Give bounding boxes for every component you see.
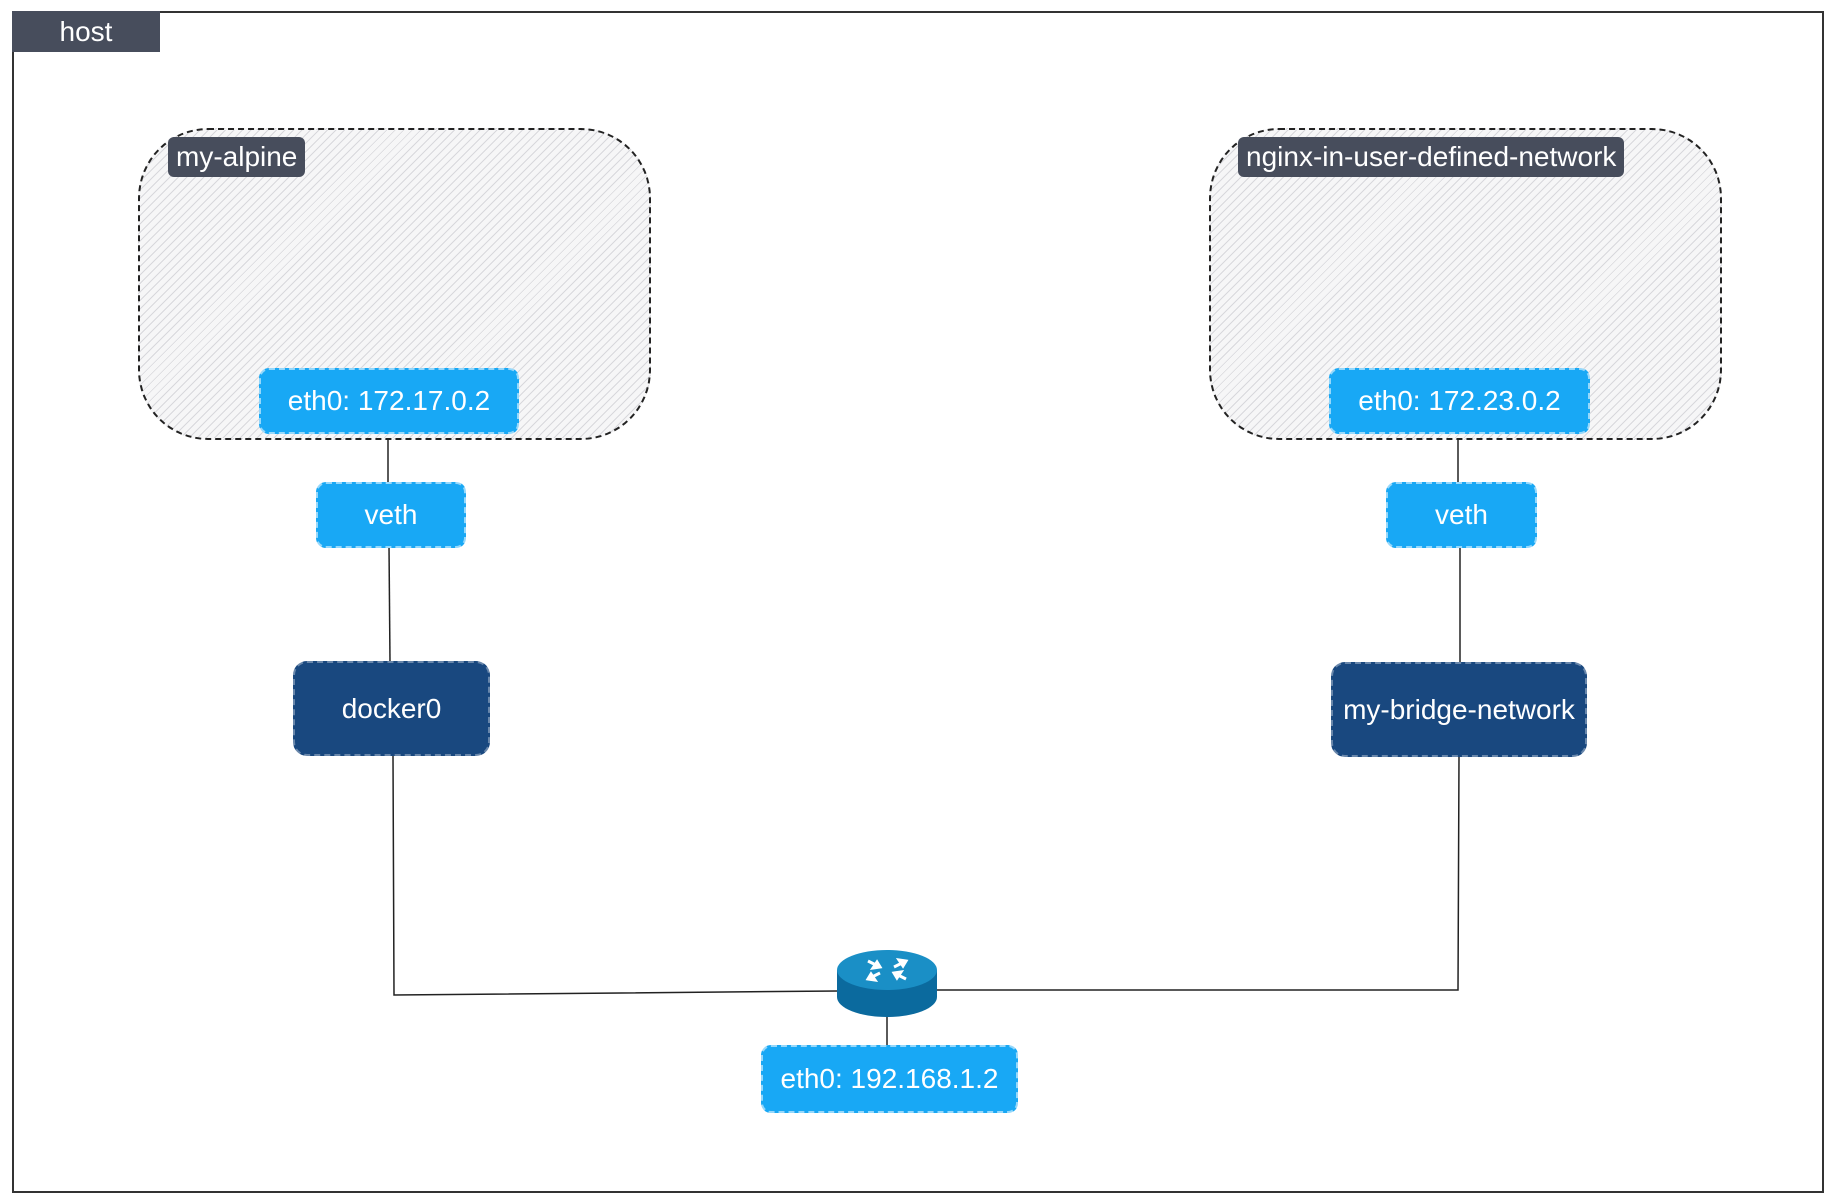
wire-veth-to-docker0: [388, 545, 391, 663]
container-name-tag: my-alpine: [168, 137, 306, 177]
container-my-alpine: [138, 128, 651, 440]
bridge-my-bridge-network: my-bridge-network: [1331, 662, 1587, 757]
host-eth0-interface: eth0: 192.168.1.2: [761, 1045, 1018, 1113]
host-label: host: [12, 11, 160, 52]
veth-interface: veth: [316, 482, 466, 548]
host-frame: [12, 11, 1824, 1193]
container-name-tag: nginx-in-user-defined-network: [1238, 137, 1625, 177]
router-icon: [837, 950, 937, 1017]
container-eth0-interface: eth0: 172.17.0.2: [259, 368, 519, 434]
wire-bridge-to-router: [936, 755, 1460, 991]
wire-docker0-to-router: [392, 755, 839, 996]
container-eth0-interface: eth0: 172.23.0.2: [1329, 368, 1590, 434]
veth-interface: veth: [1386, 482, 1537, 548]
bridge-docker0: docker0: [293, 661, 490, 756]
